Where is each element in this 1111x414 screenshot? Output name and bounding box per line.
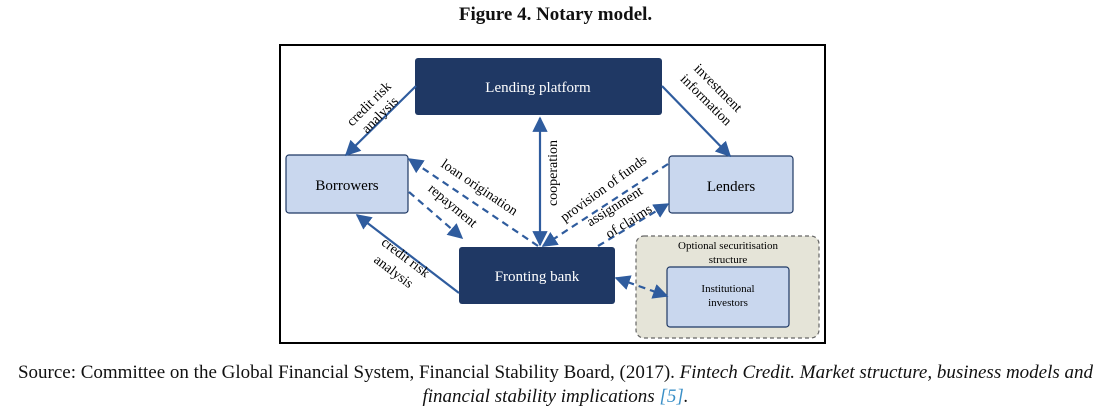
arrow-bank-to-borrowers — [355, 214, 460, 294]
institutional-investors-label-line2: investors — [708, 297, 748, 309]
cooperation-label: cooperation — [546, 140, 561, 206]
arrow-platform-to-lenders — [661, 85, 732, 158]
arrow-loan-origination — [407, 158, 539, 247]
figure-caption: Source: Committee on the Global Financia… — [0, 361, 1111, 409]
securitisation-label-line1: Optional securitisation — [678, 240, 778, 252]
diagram-frame — [279, 44, 826, 344]
arrow-platform-to-borrowers — [344, 85, 417, 157]
fronting-bank-box — [459, 247, 615, 304]
securitisation-label-line2: structure — [709, 254, 748, 266]
figure-title: Figure 4. Notary model. — [458, 4, 653, 25]
institutional-investors-label-line1: Institutional — [701, 283, 754, 295]
arrow-provision-of-funds — [541, 163, 669, 247]
borrowers-label: Borrowers — [315, 178, 378, 194]
arrow-bank-to-investors — [614, 275, 669, 299]
fronting-bank-label: Fronting bank — [495, 269, 580, 285]
arrow-assignment-of-claims — [597, 203, 670, 247]
lending-platform-label: Lending platform — [485, 80, 591, 96]
caption-publication-title: Fintech Credit. Market structure, busine… — [422, 362, 1094, 407]
caption-suffix: . — [683, 386, 689, 407]
caption-reference-link[interactable]: [5] — [659, 386, 684, 407]
lending-platform-box — [415, 58, 662, 115]
caption-prefix: Source: Committee on the Global Financia… — [17, 362, 680, 383]
lenders-label: Lenders — [707, 179, 755, 195]
